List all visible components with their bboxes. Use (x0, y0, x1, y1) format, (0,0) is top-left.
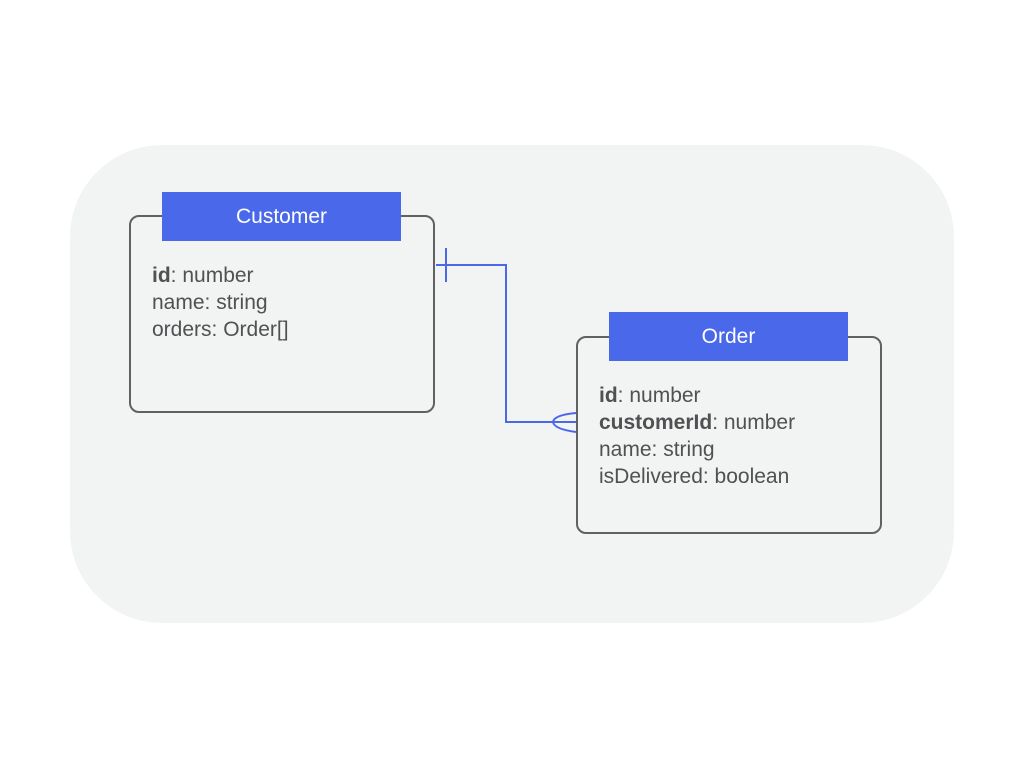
field-separator: : (651, 438, 658, 461)
field-type: boolean (708, 465, 790, 488)
field-separator: : (211, 318, 218, 341)
field-separator: : (617, 384, 624, 407)
field-row: id: number (152, 262, 289, 289)
field-type: string (657, 438, 715, 461)
field-name: name (599, 438, 652, 461)
field-type: string (210, 291, 268, 314)
field-row: name: string (152, 289, 289, 316)
field-row: id: number (599, 382, 795, 409)
field-type: number (718, 411, 796, 434)
field-row: orders: Order[] (152, 316, 289, 343)
entity-order[interactable] (576, 336, 882, 534)
field-row: customerId: number (599, 409, 795, 436)
field-separator: : (702, 465, 709, 488)
entity-order-fields: id: number customerId: number name: stri… (599, 382, 795, 490)
field-name: id (599, 384, 618, 407)
field-name: id (152, 264, 171, 287)
field-separator: : (170, 264, 177, 287)
entity-customer[interactable] (129, 215, 435, 413)
entity-customer-title: Customer (162, 192, 401, 241)
field-name: isDelivered (599, 465, 703, 488)
field-separator: : (712, 411, 719, 434)
field-type: number (623, 384, 701, 407)
field-row: isDelivered: boolean (599, 463, 795, 490)
field-type: Order[] (217, 318, 289, 341)
field-row: name: string (599, 436, 795, 463)
field-name: name (152, 291, 205, 314)
entity-customer-fields: id: number name: string orders: Order[] (152, 262, 289, 343)
field-name: customerId (599, 411, 713, 434)
entity-order-title: Order (609, 312, 848, 361)
field-name: orders (152, 318, 212, 341)
field-type: number (176, 264, 254, 287)
field-separator: : (204, 291, 211, 314)
